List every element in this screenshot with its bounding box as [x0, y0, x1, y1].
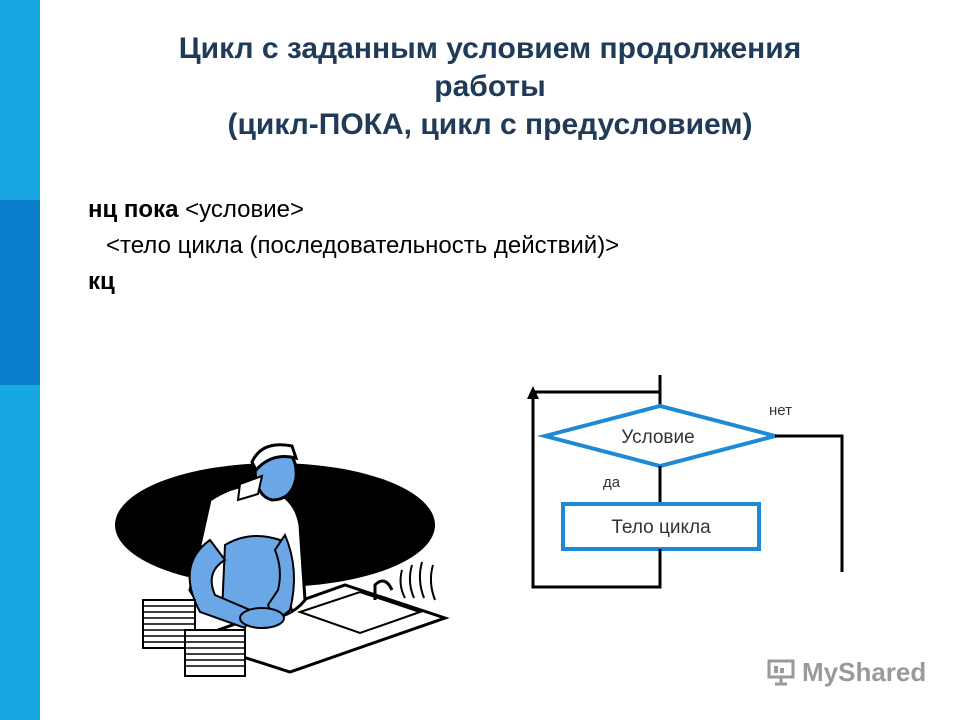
condition-label: Условие	[621, 427, 694, 448]
watermark-text: MyShared	[802, 656, 927, 687]
left-arm	[188, 538, 252, 630]
keyword-kc: кц	[88, 268, 115, 295]
pseudocode-block: нц пока <условие> <тело цикла (последова…	[88, 192, 619, 300]
title-line-2: работы	[434, 70, 546, 103]
code-line-body: <тело цикла (последовательность действий…	[106, 232, 620, 259]
loop-back-line	[531, 390, 662, 589]
scarf	[236, 474, 264, 502]
plate-stack-right	[184, 629, 246, 677]
slide-title: Цикл с заданным условием продолжения раб…	[80, 30, 900, 144]
loop-back-arrow-up	[527, 386, 539, 399]
loop-body-label: Тело цикла	[611, 517, 711, 538]
no-label: нет	[769, 402, 792, 419]
sink	[296, 590, 424, 635]
hands	[239, 607, 285, 629]
title-line-3: (цикл-ПОКА, цикл с предусловием)	[227, 108, 753, 141]
loop-body-box	[561, 502, 761, 551]
cap	[250, 443, 299, 473]
code-line-start: нц пока <условие>	[88, 192, 619, 228]
title-line-1: Цикл с заданным условием продолжения	[178, 32, 802, 65]
code-condition: <условие>	[185, 196, 304, 223]
no-line	[775, 434, 844, 572]
side-strip-accent	[0, 200, 40, 385]
water-lines	[399, 561, 436, 601]
yes-label: да	[603, 474, 621, 491]
keyword-nc-poka: нц пока	[88, 196, 179, 223]
watermark: MyShared	[766, 654, 926, 690]
faucet	[373, 579, 394, 600]
presentation-icon	[767, 659, 795, 686]
